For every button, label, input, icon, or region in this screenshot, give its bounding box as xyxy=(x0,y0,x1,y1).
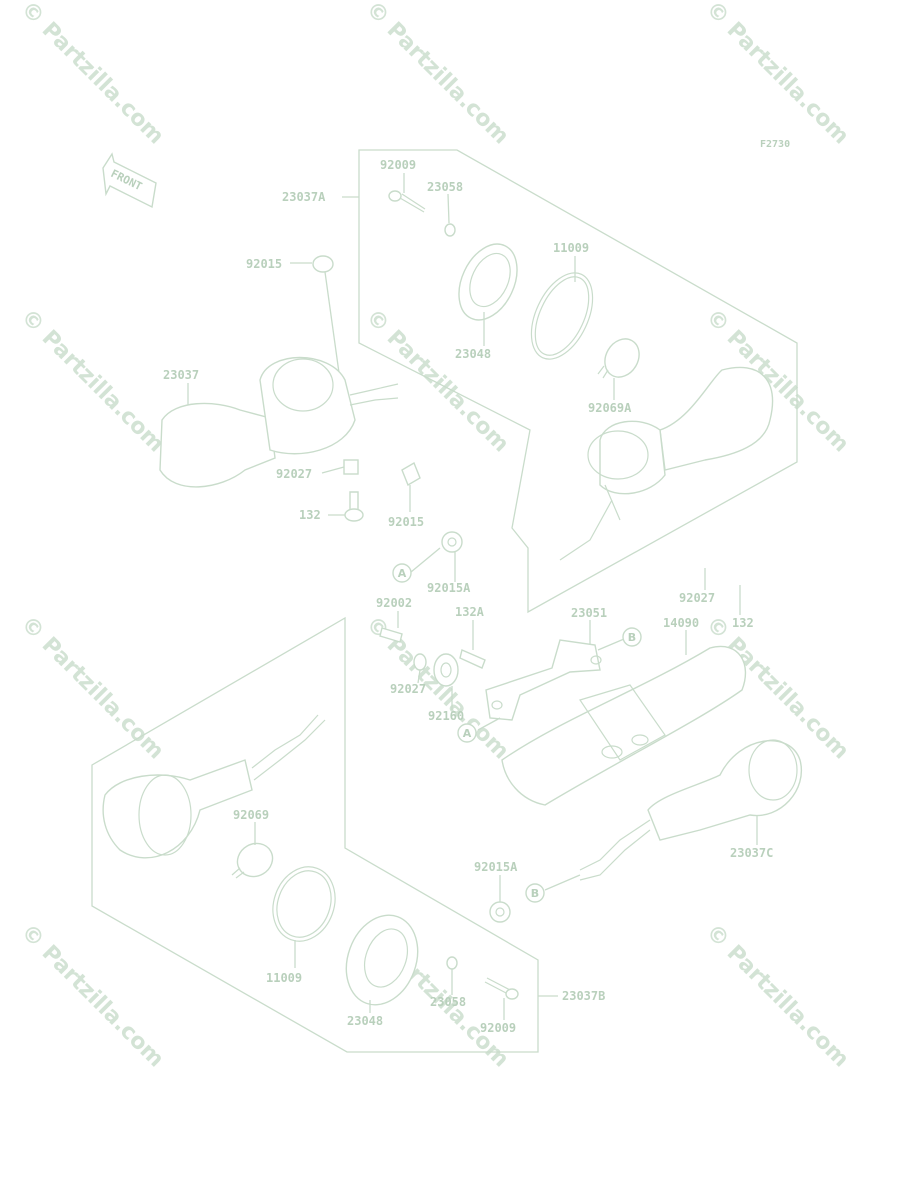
part-label: 23051 xyxy=(571,606,607,620)
marker-b-lower: B xyxy=(525,883,545,903)
part-label: 92009 xyxy=(480,1021,516,1035)
part-label: 92069 xyxy=(233,808,269,822)
nut-23058-bot xyxy=(446,956,458,970)
svg-text:B: B xyxy=(531,887,539,900)
screw-92009-bot xyxy=(484,977,519,1000)
svg-text:B: B xyxy=(628,631,636,644)
nut-92015A-bot xyxy=(489,901,511,923)
bulb-92069 xyxy=(231,842,274,879)
ring-11009-bot xyxy=(272,866,336,942)
leader-lines xyxy=(187,173,758,1020)
part-label: 92027 xyxy=(390,682,426,696)
cover-14090 xyxy=(501,645,747,806)
part-label: 23037C xyxy=(730,846,773,860)
part-label: 23037 xyxy=(163,368,199,382)
part-label: 132 xyxy=(299,508,321,522)
part-label: 92002 xyxy=(376,596,412,610)
svg-text:A: A xyxy=(398,567,407,580)
part-label: 11009 xyxy=(266,971,302,985)
nut-92027-left xyxy=(343,459,359,475)
bolt-132A xyxy=(459,649,486,669)
ring-11009-top xyxy=(530,272,594,360)
bulb-92069A xyxy=(597,338,640,379)
svg-text:A: A xyxy=(463,727,472,740)
part-label: 92069A xyxy=(588,401,632,415)
watermark: © Partzilla.com xyxy=(16,612,169,765)
group-outline-23037A xyxy=(358,149,798,614)
watermark: © Partzilla.com xyxy=(701,0,854,149)
turn-signal-right-front xyxy=(559,366,774,561)
bolt-92002 xyxy=(379,627,403,643)
part-label: 14090 xyxy=(663,616,699,630)
figure-code: F2730 xyxy=(760,139,790,150)
watermarks: © Partzilla.com © Partzilla.com © Partzi… xyxy=(16,0,854,1072)
part-label: 92015 xyxy=(246,257,282,271)
part-label: 23037B xyxy=(562,989,605,1003)
watermark: © Partzilla.com xyxy=(16,920,169,1073)
watermark: © Partzilla.com xyxy=(16,0,169,149)
part-label: 132A xyxy=(455,605,485,619)
bolt-132-left xyxy=(344,491,364,522)
part-label: 92027 xyxy=(276,467,312,481)
part-label: 92160 xyxy=(428,709,464,723)
turn-signal-right-rear xyxy=(579,739,803,881)
turn-signal-left-front xyxy=(159,356,399,488)
part-label: 92015 xyxy=(388,515,424,529)
part-label: 23048 xyxy=(455,347,491,361)
marker-a-upper: A xyxy=(392,563,412,583)
lens-cover-23048-top xyxy=(458,243,518,321)
watermark: © Partzilla.com xyxy=(361,0,514,149)
watermark: © Partzilla.com xyxy=(16,305,169,458)
nut-92015A-top xyxy=(441,531,463,553)
part-label: 23058 xyxy=(427,180,463,194)
part-label: 132 xyxy=(732,616,754,630)
grommet-92160 xyxy=(433,653,459,687)
nut-92015-mid xyxy=(401,461,421,487)
watermark: © Partzilla.com xyxy=(361,305,514,458)
part-label: 11009 xyxy=(553,241,589,255)
front-arrow-icon: FRONT xyxy=(102,152,157,209)
screw-92009-top xyxy=(388,190,426,213)
nut-92015-top xyxy=(312,255,341,381)
group-outline-23037B xyxy=(91,616,539,1053)
turn-signal-left-rear xyxy=(102,714,326,859)
part-label: 92027 xyxy=(679,591,715,605)
part-labels: 23037A 92009 23058 11009 92015 23048 230… xyxy=(163,158,773,1035)
marker-b-upper: B xyxy=(622,627,642,647)
collar-92027-mid xyxy=(413,653,427,671)
nut-23058-top xyxy=(444,223,456,237)
part-label: 92015A xyxy=(474,860,518,874)
watermark: © Partzilla.com xyxy=(701,920,854,1073)
marker-a-lower: A xyxy=(457,723,477,743)
part-label: 92015A xyxy=(427,581,471,595)
part-label: 23058 xyxy=(430,995,466,1009)
part-label: 23037A xyxy=(282,190,326,204)
bracket-23051 xyxy=(485,639,602,721)
part-label: 92009 xyxy=(380,158,416,172)
part-label: 23048 xyxy=(347,1014,383,1028)
lens-cover-23048-bot xyxy=(345,914,419,1006)
